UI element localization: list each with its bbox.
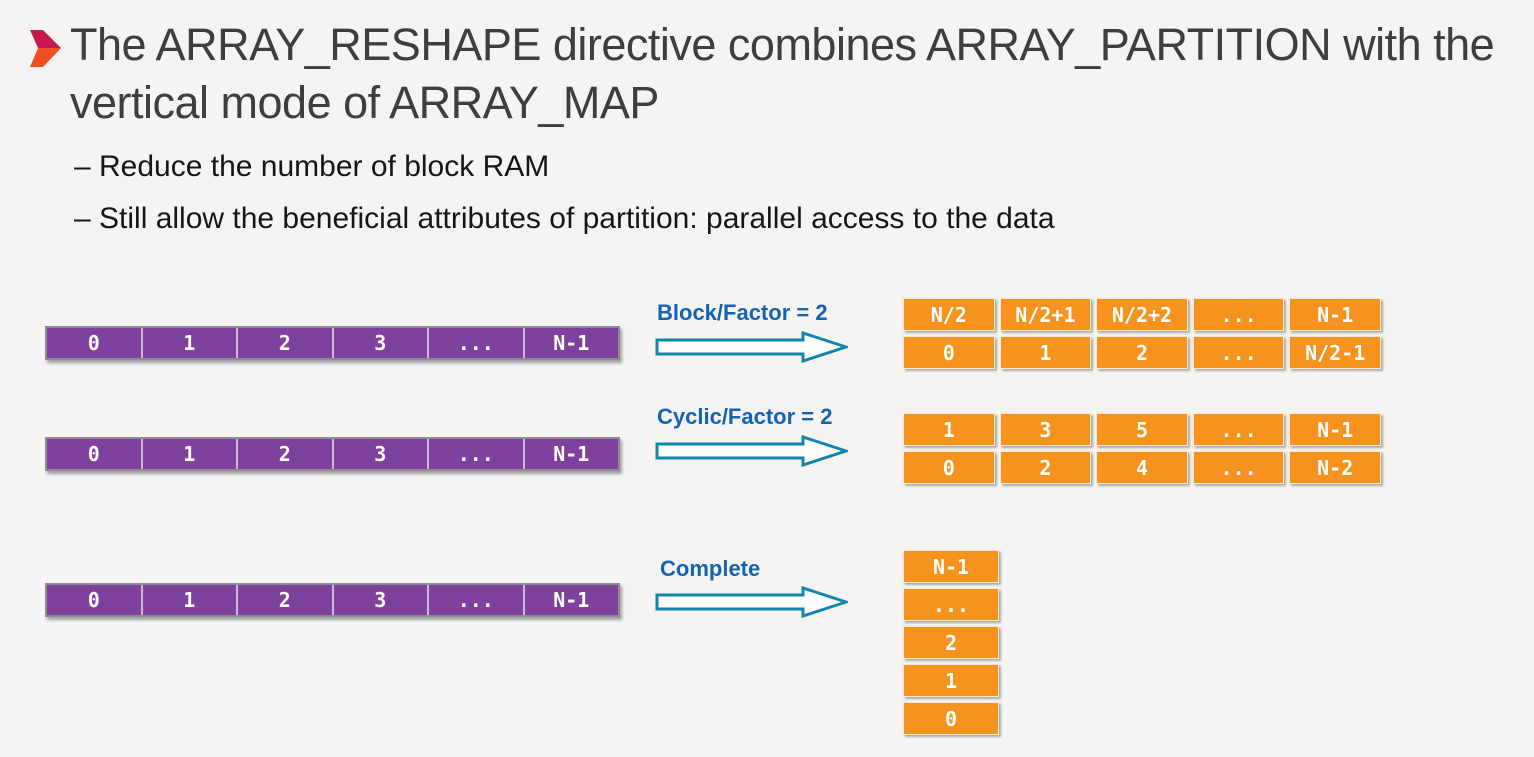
reshaped-column-complete: N-1 ... 2 1 0 bbox=[903, 550, 999, 735]
block-arrow-right-icon bbox=[655, 585, 851, 619]
array-cell: ... bbox=[1192, 298, 1285, 331]
array-cell: ... bbox=[1192, 336, 1285, 369]
array-cell: ... bbox=[427, 439, 523, 469]
array-cell: 1 bbox=[903, 664, 999, 697]
array-cell: ... bbox=[903, 588, 999, 621]
array-cell: 0 bbox=[903, 336, 995, 369]
array-cell: 1 bbox=[140, 585, 237, 615]
array-cell: 1 bbox=[140, 328, 237, 358]
array-cell: N/2-1 bbox=[1289, 336, 1381, 369]
array-cell: N/2 bbox=[903, 298, 995, 331]
array-cell: 2 bbox=[236, 328, 332, 358]
table-row: N/2 N/2+1 N/2+2 ... N-1 bbox=[903, 298, 1381, 331]
source-array-cyclic: 0 1 2 3 ... N-1 bbox=[45, 437, 620, 471]
array-cell: ... bbox=[1192, 413, 1285, 446]
block-arrow-right-icon bbox=[655, 434, 851, 468]
array-cell: 3 bbox=[331, 328, 428, 358]
label-complete: Complete bbox=[660, 556, 761, 581]
table-row: 0 2 4 ... N-2 bbox=[903, 451, 1381, 484]
array-cell: 5 bbox=[1096, 413, 1188, 446]
array-cell: N-1 bbox=[1289, 298, 1381, 331]
array-cell: N/2+1 bbox=[999, 298, 1092, 331]
source-array-block: 0 1 2 3 ... N-1 bbox=[45, 326, 620, 360]
title-line-2: vertical mode of ARRAY_MAP bbox=[70, 77, 659, 128]
reshaped-table-cyclic: 1 3 5 ... N-1 0 2 4 ... N-2 bbox=[903, 413, 1381, 484]
array-cell: N-1 bbox=[1289, 413, 1381, 446]
array-cell: 0 bbox=[903, 702, 999, 735]
array-cell: ... bbox=[427, 585, 523, 615]
label-cyclic-factor: Cyclic/Factor = 2 bbox=[657, 404, 833, 429]
array-cell: 2 bbox=[236, 585, 332, 615]
title-line-1: The ARRAY_RESHAPE directive combines ARR… bbox=[70, 19, 1495, 70]
array-cell: 2 bbox=[1096, 336, 1188, 369]
chevron-right-icon bbox=[25, 26, 65, 70]
table-row: 0 1 2 ... N/2-1 bbox=[903, 336, 1381, 369]
label-block-factor: Block/Factor = 2 bbox=[657, 300, 828, 325]
array-cell: 2 bbox=[999, 451, 1092, 484]
array-cell: N-1 bbox=[522, 439, 619, 469]
source-array-complete: 0 1 2 3 ... N-1 bbox=[45, 583, 620, 617]
array-cell: N/2+2 bbox=[1096, 298, 1188, 331]
array-cell: 0 bbox=[87, 588, 100, 612]
block-arrow-right-icon bbox=[655, 330, 851, 364]
array-cell: ... bbox=[427, 328, 523, 358]
array-cell: N-1 bbox=[522, 328, 619, 358]
bullet-parallel-access: – Still allow the beneficial attributes … bbox=[74, 202, 1055, 235]
array-cell: 0 bbox=[903, 451, 995, 484]
array-cell: 4 bbox=[1096, 451, 1188, 484]
array-cell: 3 bbox=[331, 585, 428, 615]
array-cell: N-1 bbox=[522, 585, 619, 615]
array-cell: N-1 bbox=[903, 550, 999, 583]
bullet-reduce-bram: – Reduce the number of block RAM bbox=[74, 150, 550, 183]
reshaped-table-block: N/2 N/2+1 N/2+2 ... N-1 0 1 2 ... N/2-1 bbox=[903, 298, 1381, 369]
array-cell: 2 bbox=[903, 626, 999, 659]
array-cell: N-2 bbox=[1289, 451, 1381, 484]
array-cell: 3 bbox=[331, 439, 428, 469]
array-cell: 0 bbox=[87, 442, 100, 466]
table-row: 1 3 5 ... N-1 bbox=[903, 413, 1381, 446]
array-cell: 2 bbox=[236, 439, 332, 469]
array-cell: 1 bbox=[903, 413, 995, 446]
array-cell: ... bbox=[1192, 451, 1285, 484]
array-cell: 1 bbox=[140, 439, 237, 469]
array-cell: 1 bbox=[999, 336, 1092, 369]
array-cell: 3 bbox=[999, 413, 1092, 446]
bullet-list: – Reduce the number of block RAM – Still… bbox=[74, 141, 1055, 245]
page-title: The ARRAY_RESHAPE directive combines ARR… bbox=[70, 16, 1495, 132]
array-cell: 0 bbox=[87, 331, 100, 355]
